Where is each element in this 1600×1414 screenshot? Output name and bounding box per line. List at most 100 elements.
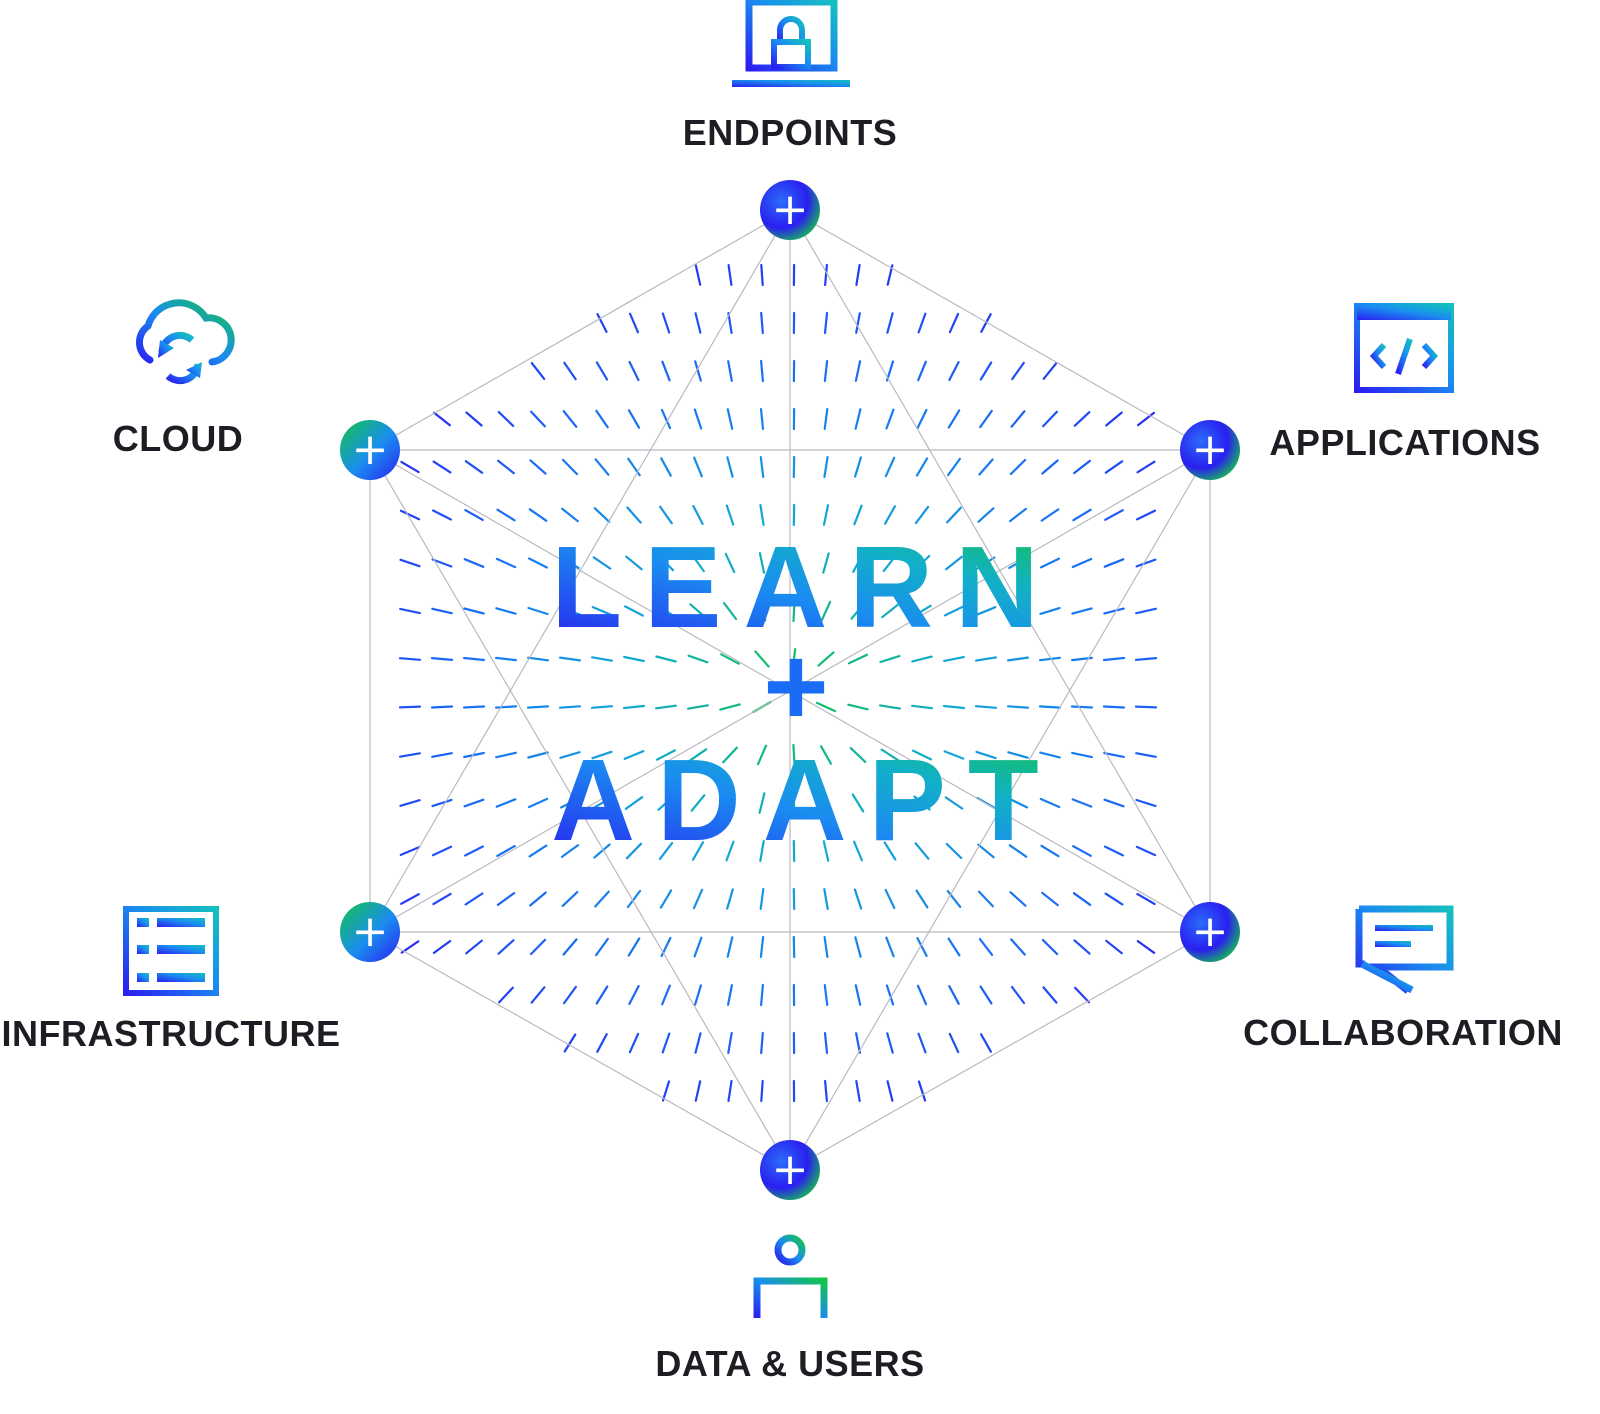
radial-dash	[1102, 656, 1126, 662]
label-applications: APPLICATIONS	[1269, 422, 1540, 463]
node-collaboration[interactable]: +	[1180, 902, 1240, 962]
radial-dash	[1103, 845, 1125, 857]
radial-dash	[1071, 557, 1093, 569]
radial-dash	[430, 705, 454, 709]
radial-dash	[1103, 607, 1125, 615]
radial-dash	[885, 984, 895, 1006]
radial-dash	[980, 313, 992, 333]
radial-dash	[719, 703, 741, 711]
radial-dash	[727, 264, 733, 286]
radial-dash	[1135, 752, 1157, 758]
radial-dash	[1006, 656, 1030, 662]
radial-dash	[979, 985, 993, 1005]
radial-dash	[558, 656, 582, 662]
radial-dash	[687, 654, 709, 664]
radial-dash	[1103, 798, 1125, 808]
radial-dash	[561, 507, 579, 523]
radial-dash	[977, 507, 995, 523]
radial-dash	[720, 653, 740, 665]
radial-dash	[1008, 507, 1028, 523]
radial-dash	[497, 411, 515, 427]
radial-dash	[562, 410, 578, 428]
radial-dash	[1041, 410, 1059, 428]
label-data-users: DATA & USERS	[655, 1343, 924, 1384]
radial-dash	[399, 509, 421, 521]
radial-dash	[853, 456, 863, 478]
node-plus-glyph: +	[1192, 906, 1229, 957]
radial-dash	[661, 1032, 671, 1054]
radial-dash	[399, 845, 421, 857]
radial-dash	[886, 1080, 894, 1102]
radial-dash	[1009, 891, 1027, 907]
radial-dash	[1007, 797, 1029, 809]
radial-dash	[822, 552, 830, 574]
radial-dash	[1135, 558, 1157, 568]
radial-dash	[884, 456, 896, 478]
radial-dash	[1040, 508, 1060, 522]
radial-dash	[854, 936, 862, 958]
radial-dash	[1041, 459, 1059, 475]
radial-dash	[1042, 986, 1058, 1004]
radial-dash	[911, 749, 933, 761]
node-applications[interactable]: +	[1180, 420, 1240, 480]
radial-dash	[527, 797, 549, 809]
radial-dash	[591, 605, 613, 617]
radial-dash	[622, 704, 646, 710]
radial-dash	[823, 935, 829, 959]
radial-dash	[823, 983, 829, 1007]
radial-dash	[398, 657, 422, 661]
radial-dash	[817, 651, 835, 667]
radial-dash	[400, 460, 420, 474]
server-rack-icon	[123, 906, 219, 996]
radial-dash	[854, 984, 862, 1006]
radial-dash	[1011, 361, 1025, 381]
radial-dash	[595, 361, 609, 381]
radial-dash	[431, 607, 453, 615]
radial-dash	[563, 1033, 577, 1053]
radial-dash	[590, 705, 614, 709]
node-cloud[interactable]: +	[340, 420, 400, 480]
radial-dash	[821, 792, 831, 814]
radial-dash	[463, 656, 485, 662]
node-infrastructure[interactable]: +	[340, 902, 400, 962]
radial-dash	[823, 1031, 829, 1055]
radial-dash	[655, 655, 677, 663]
radial-dash	[592, 556, 612, 570]
network-line	[369, 449, 1211, 933]
radial-dash	[465, 411, 483, 427]
radial-dash	[661, 984, 671, 1006]
radial-dash	[882, 553, 898, 573]
radial-dash	[463, 751, 485, 759]
radial-dash	[1070, 705, 1094, 709]
radial-dash	[852, 840, 864, 862]
radial-dash	[432, 460, 452, 474]
radial-dash	[758, 792, 766, 814]
radial-dash	[431, 752, 453, 758]
radial-dash	[912, 604, 932, 618]
radial-dash	[849, 746, 867, 764]
radial-dash	[1007, 751, 1029, 759]
radial-dash	[979, 361, 993, 381]
radial-dash	[661, 312, 671, 334]
label-collaboration: COLLABORATION	[1243, 1012, 1563, 1053]
radial-dash	[692, 505, 704, 526]
node-endpoints[interactable]: +	[760, 180, 820, 240]
radial-dash	[910, 704, 934, 710]
radial-dash	[854, 360, 862, 382]
radial-dash	[595, 409, 609, 429]
node-data-users[interactable]: +	[760, 1140, 820, 1200]
radial-dash	[624, 796, 644, 810]
radial-dash	[1042, 362, 1058, 380]
radial-dash	[727, 1079, 733, 1103]
radial-dash	[886, 1032, 894, 1054]
radial-dash	[917, 1032, 927, 1054]
radial-dash	[1039, 557, 1061, 569]
radial-dash	[654, 704, 678, 710]
radial-dash	[726, 984, 734, 1006]
radial-dash	[559, 751, 581, 759]
radial-dash	[757, 600, 767, 622]
radial-dash	[1073, 939, 1091, 955]
radial-dash	[1105, 411, 1123, 427]
radial-dash	[1134, 656, 1158, 662]
